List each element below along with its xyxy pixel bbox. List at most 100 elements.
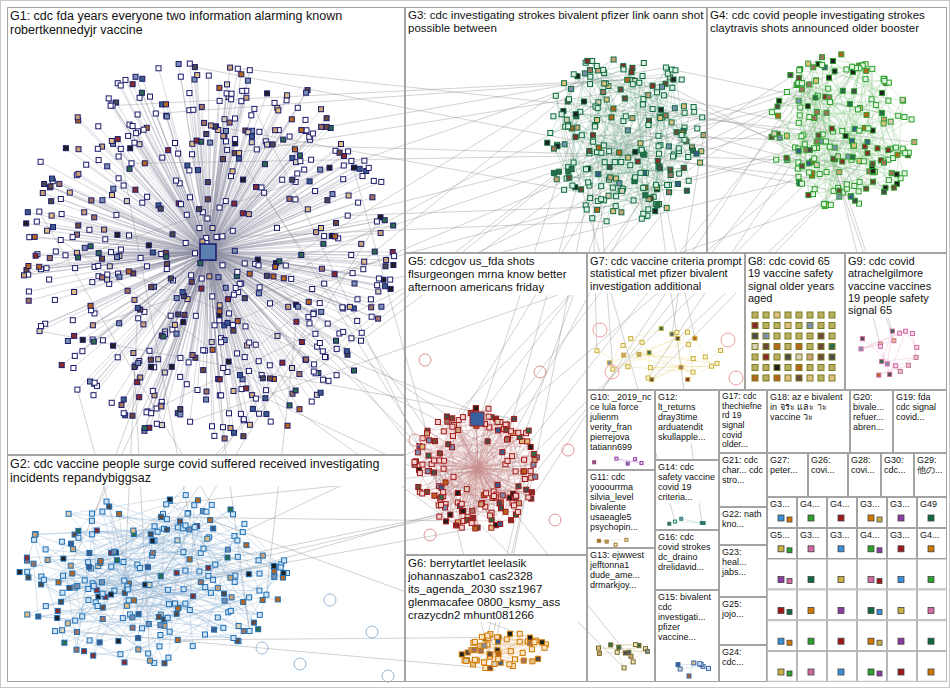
edge-line (84, 212, 208, 252)
vertex-mark (100, 338, 105, 343)
vertex-mark (281, 276, 286, 281)
edge-line (613, 338, 695, 369)
edge-line (502, 452, 537, 457)
edge-line (799, 72, 853, 151)
edge-line (463, 425, 506, 511)
vertex-mark (318, 390, 323, 395)
vertex-mark (314, 230, 319, 235)
edge-line (68, 252, 208, 341)
edge-line (809, 148, 896, 173)
edge-line (562, 114, 573, 185)
inter-group-line (118, 139, 200, 571)
edge-line (130, 559, 190, 614)
edge-line (78, 117, 208, 252)
vertex-mark (319, 266, 324, 271)
inter-group-line (266, 307, 298, 595)
vertex-mark (246, 368, 251, 373)
edge-line (68, 495, 186, 623)
vertex-mark (205, 216, 210, 221)
edge-line (632, 118, 658, 146)
edge-line (441, 497, 500, 524)
edge-line (208, 103, 275, 252)
edge-line (98, 536, 235, 606)
edge-line (774, 134, 855, 201)
edge-line (41, 577, 77, 587)
edge-line (435, 441, 496, 495)
edge-line (577, 128, 669, 185)
vertex-mark (27, 235, 32, 240)
edge-line (208, 252, 362, 333)
edge-line (55, 631, 120, 654)
edge-line (231, 571, 274, 611)
edge-line (614, 60, 672, 123)
edge-line (565, 144, 589, 182)
edge-line (111, 106, 208, 252)
vertex-mark (118, 247, 123, 252)
edge-line (34, 564, 39, 617)
edge-line (128, 136, 208, 252)
edge-line (69, 495, 186, 514)
edge-line (882, 113, 886, 188)
inter-group-line (440, 208, 667, 499)
vertex-mark (257, 285, 262, 290)
edge-line (814, 72, 853, 148)
edge-line (159, 68, 209, 252)
edge-line (428, 471, 503, 495)
vertex-mark (70, 235, 75, 240)
edge-line (472, 429, 504, 523)
vertex-mark (249, 113, 254, 118)
inter-group-line (62, 630, 485, 668)
vertex-mark (356, 200, 361, 205)
edge-line (37, 222, 208, 252)
edge-line (513, 447, 531, 503)
edge-line (787, 136, 826, 204)
edge-line (235, 582, 260, 591)
edge-line (861, 341, 894, 349)
inter-group-line (235, 84, 666, 153)
edge-line (208, 131, 306, 252)
edge-line (124, 545, 246, 580)
vertex-mark (374, 219, 379, 224)
edge-line (445, 460, 524, 508)
edge-line (434, 424, 485, 460)
edge-line (214, 602, 243, 630)
edge-line (34, 540, 159, 617)
vertex-mark (362, 259, 367, 264)
edge-line (429, 471, 501, 508)
edge-line (864, 142, 914, 161)
edge-line (69, 514, 181, 522)
edge-line (208, 252, 293, 394)
vertex-mark (59, 212, 64, 217)
edge-line (150, 97, 208, 252)
edge-line (681, 519, 702, 523)
vertex-mark (147, 348, 152, 353)
edge-line (208, 145, 267, 252)
vertex-mark (174, 331, 179, 336)
edge-line (850, 68, 859, 104)
edge-line (27, 252, 209, 270)
edge-line (572, 61, 588, 128)
edge-line (208, 199, 295, 252)
edge-line (799, 108, 860, 123)
edge-line (35, 535, 260, 615)
edge-line (75, 527, 195, 587)
edge-line (208, 252, 343, 332)
vertex-mark (254, 147, 259, 152)
edge-line (565, 127, 645, 196)
edge-line (486, 441, 488, 493)
edge-line (47, 252, 209, 268)
edge-line (138, 252, 208, 363)
edge-line (75, 535, 225, 601)
edge-line (166, 504, 243, 532)
vertex-mark (220, 263, 225, 268)
edge-line (475, 642, 513, 666)
edge-line (129, 584, 177, 614)
edge-line (882, 331, 893, 361)
edge-line (171, 252, 208, 316)
edge-line (467, 489, 532, 492)
vertex-mark (172, 322, 177, 327)
edge-line (669, 135, 704, 146)
edge-line (208, 252, 336, 341)
edge-line (572, 128, 642, 218)
edge-line (593, 135, 657, 205)
